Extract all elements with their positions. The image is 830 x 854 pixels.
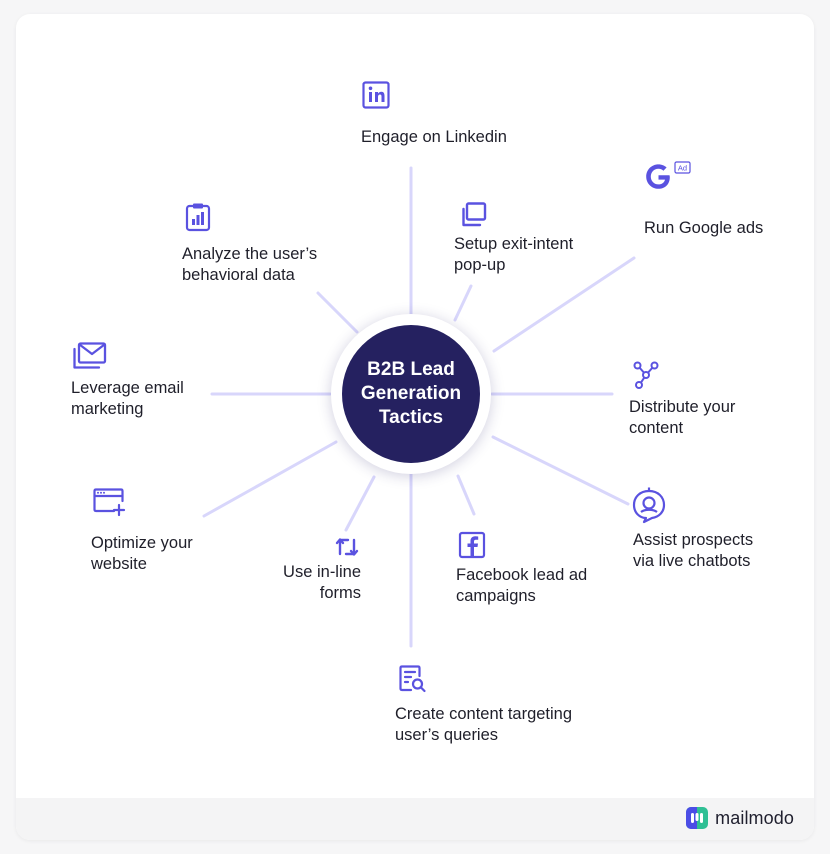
spoke-website [202,440,338,518]
center-hub: B2B Lead Generation Tactics [331,314,491,474]
browser-add-icon [92,487,128,517]
brand-name: mailmodo [715,807,794,828]
tactic-label-distribute: Distribute your content [629,398,736,437]
share-nodes-icon [631,360,661,390]
tactic-label-chatbots: Assist prospects via live chatbots [633,531,754,570]
spoke-forms [344,475,376,532]
linkedin-icon [361,80,391,110]
center-title: B2B Lead Generation Tactics [360,359,462,428]
window-popup-icon [458,200,488,230]
facebook-icon [457,530,487,560]
tactic-label-analyze: Analyze the user’s behavioral data [182,245,318,284]
document-search-icon [397,664,427,694]
tactic-label-facebook: Facebook lead ad campaigns [456,566,588,605]
tactic-label-linkedin: Engage on Linkedin [361,128,507,146]
spoke-analyze [316,291,359,334]
tactic-label-website: Optimize your website [91,534,193,573]
spoke-facebook [456,474,476,516]
footer-bar: mailmodo [16,798,814,840]
tactic-label-content: Create content targeting user’s queries [395,705,573,744]
spoke-lines [202,166,636,648]
tactic-label-forms: Use in-line forms [283,563,361,602]
tactic-label-exit-intent: Setup exit-intent pop-up [454,235,574,274]
center-hub-disc: B2B Lead Generation Tactics [342,325,480,463]
mailmodo-logo-icon [686,807,709,829]
ad-badge: Ad [678,164,687,173]
chatbot-icon [631,486,667,524]
infographic-card: B2B Lead Generation Tactics Engage on Li… [16,14,814,840]
tactic-label-google-ads: Run Google ads [644,219,764,237]
brand: mailmodo [686,807,794,829]
spoke-exit-intent [453,284,473,322]
swap-arrows-icon [332,532,362,562]
google-ads-icon: Ad [643,161,691,191]
envelope-icon [72,341,108,371]
clipboard-chart-icon [183,202,213,232]
spoke-google-ads [492,256,636,353]
spoke-chatbots [491,435,630,506]
tactic-label-email: Leverage email marketing [71,379,184,418]
